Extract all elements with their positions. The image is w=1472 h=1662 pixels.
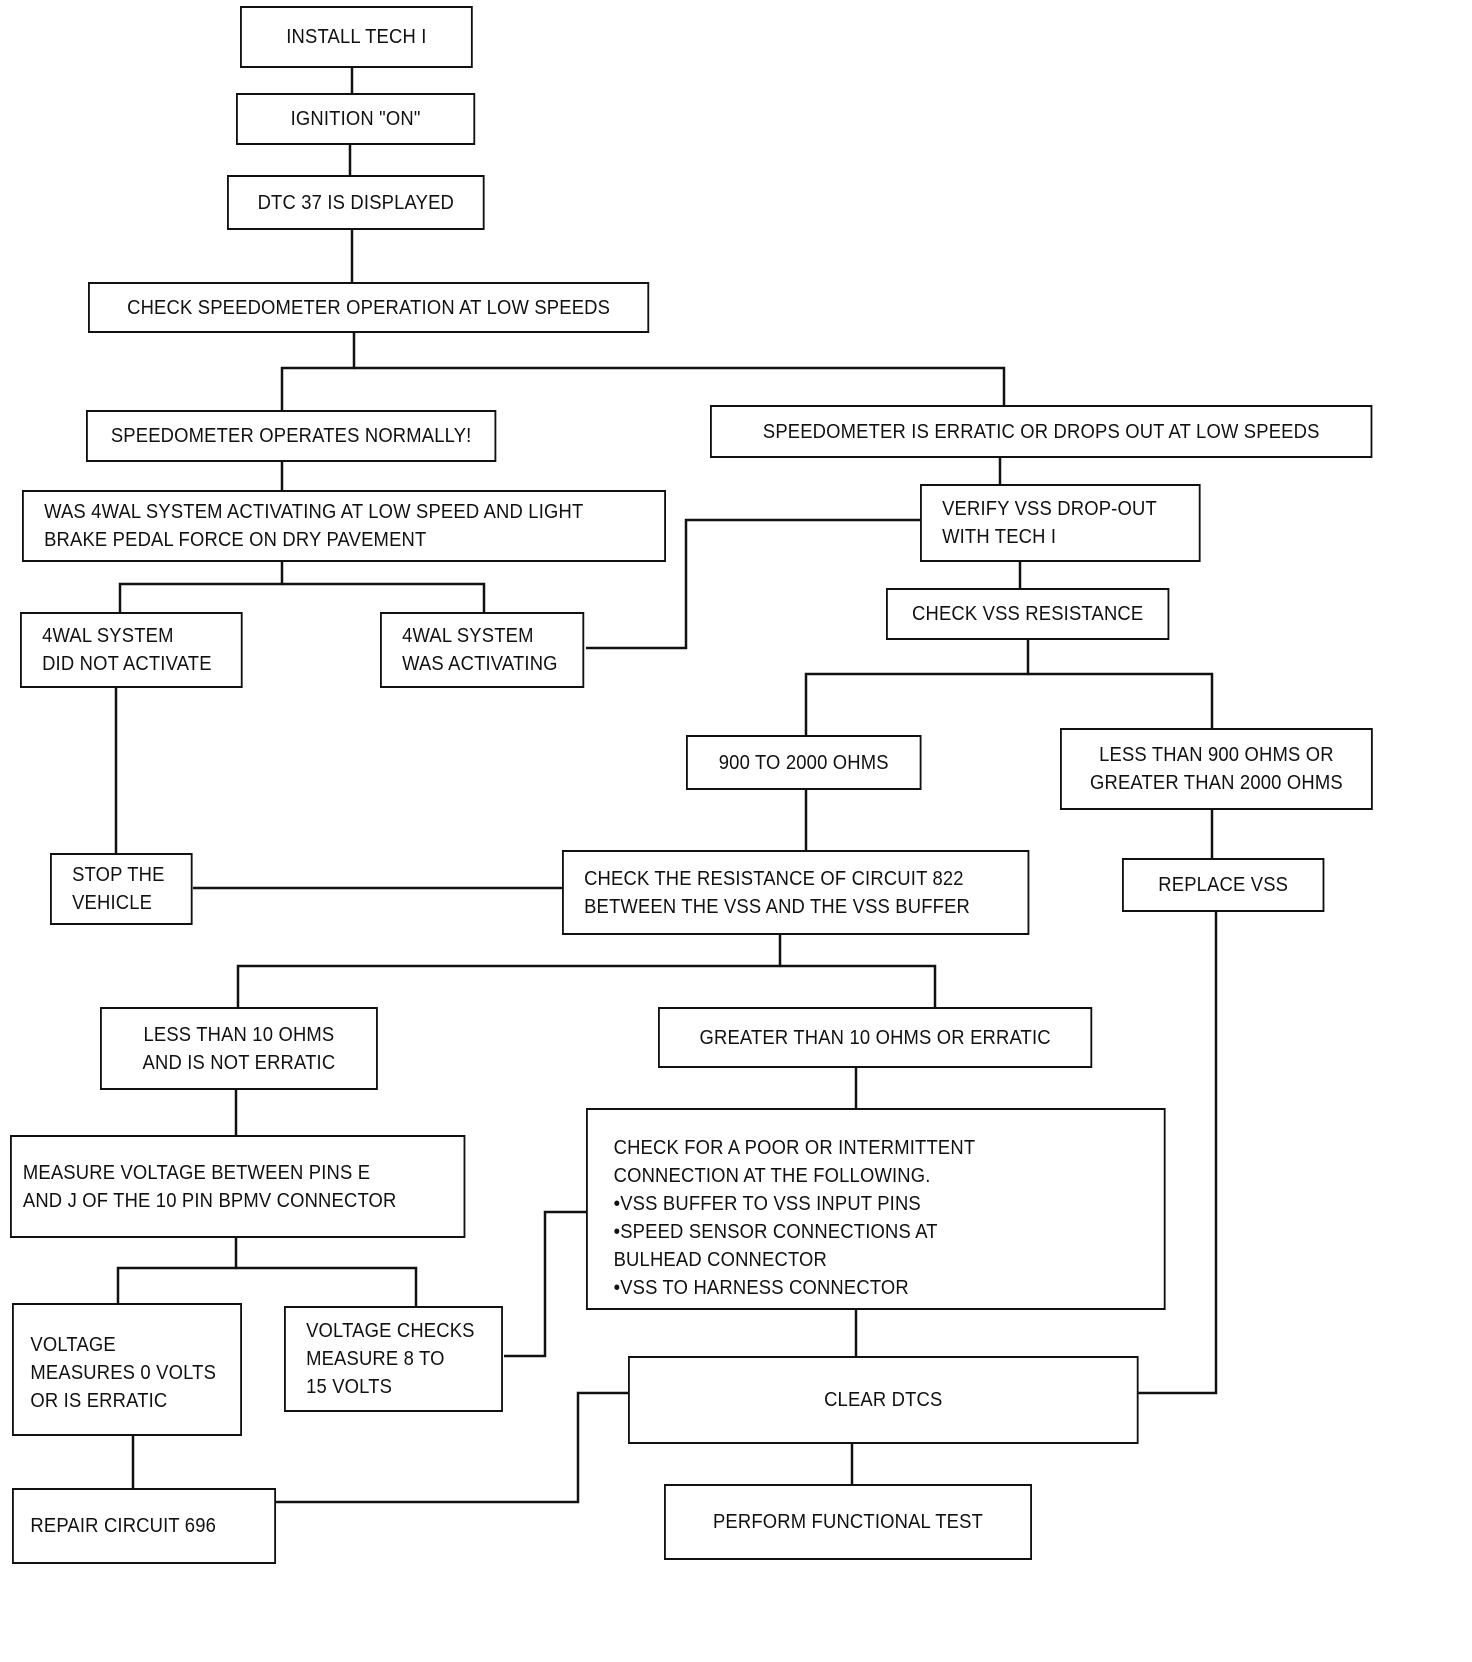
node-replace-vss: REPLACE VSS [1122,858,1325,912]
node-check-vss-resistance: CHECK VSS RESISTANCE [886,588,1170,640]
node-stop-the-vehicle: STOP THE VEHICLE [50,853,193,925]
node-label: PERFORM FUNCTIONAL TEST [712,1511,984,1533]
node-voltage-8-to-15: VOLTAGE CHECKS MEASURE 8 TO 15 VOLTS [284,1306,503,1412]
node-voltage-0-volts: VOLTAGE MEASURES 0 VOLTS OR IS ERRATIC [12,1303,242,1436]
node-verify-vss-dropout: VERIFY VSS DROP-OUT WITH TECH I [920,484,1201,562]
connector [1028,672,1214,728]
connector [282,582,486,612]
node-label: 4WAL SYSTEM WAS ACTIVATING [402,625,558,675]
node-was-4wal-activating: WAS 4WAL SYSTEM ACTIVATING AT LOW SPEED … [22,490,666,562]
node-check-poor-connection: CHECK FOR A POOR OR INTERMITTENT CONNECT… [586,1108,1166,1310]
node-less-than-10-ohms: LESS THAN 10 OHMS AND IS NOT ERRATIC [100,1007,378,1090]
connector [504,1210,586,1358]
connector [236,935,782,1007]
connector [280,333,356,410]
node-speedometer-normal: SPEEDOMETER OPERATES NORMALLY! [86,410,497,462]
connector [276,1391,630,1504]
node-label: GREATER THAN 10 OHMS OR ERRATIC [699,1026,1051,1049]
node-label: SPEEDOMETER IS ERRATIC OR DROPS OUT AT L… [762,420,1320,443]
connector [780,964,937,1007]
node-label: CHECK THE RESISTANCE OF CIRCUIT 822 BETW… [584,867,971,918]
connector [116,1238,238,1303]
node-greater-than-10-ohms: GREATER THAN 10 OHMS OR ERRATIC [658,1007,1093,1068]
node-label: LESS THAN 10 OHMS AND IS NOT ERRATIC [142,1023,336,1074]
node-label: LESS THAN 900 OHMS OR GREATER THAN 2000 … [1089,744,1343,794]
node-label: CHECK FOR A POOR OR INTERMITTENT CONNECT… [613,1137,976,1299]
node-ignition-on: IGNITION "ON" [236,93,476,145]
node-label: IGNITION "ON" [290,108,421,130]
connector [354,366,1006,405]
node-label: STOP THE VEHICLE [72,864,165,914]
node-install-tech1: INSTALL TECH I [240,6,473,68]
node-speedometer-erratic: SPEEDOMETER IS ERRATIC OR DROPS OUT AT L… [710,405,1373,458]
node-label: REPLACE VSS [1158,874,1289,896]
connector [118,562,284,612]
node-perform-functional-test: PERFORM FUNCTIONAL TEST [664,1484,1032,1560]
connector [1130,912,1218,1395]
node-label: 4WAL SYSTEM DID NOT ACTIVATE [42,625,212,675]
node-label: INSTALL TECH I [286,26,427,48]
node-label: MEASURE VOLTAGE BETWEEN PINS E AND J OF … [22,1161,397,1212]
node-label: REPAIR CIRCUIT 696 [30,1515,217,1537]
node-measure-voltage: MEASURE VOLTAGE BETWEEN PINS E AND J OF … [10,1135,466,1238]
node-label: SPEEDOMETER OPERATES NORMALLY! [110,425,472,447]
node-repair-circuit-696: REPAIR CIRCUIT 696 [12,1488,277,1564]
node-label: VOLTAGE CHECKS MEASURE 8 TO 15 VOLTS [306,1320,475,1398]
node-4wal-was-activating: 4WAL SYSTEM WAS ACTIVATING [380,612,585,688]
connector [586,518,920,650]
node-label: WAS 4WAL SYSTEM ACTIVATING AT LOW SPEED … [44,501,584,551]
node-label: CHECK VSS RESISTANCE [912,603,1144,625]
node-900-to-2000-ohms: 900 TO 2000 OHMS [686,735,922,790]
node-label: VOLTAGE MEASURES 0 VOLTS OR IS ERRATIC [30,1334,217,1412]
connector [804,640,1030,735]
node-label: DTC 37 IS DISPLAYED [257,191,455,214]
node-label: CLEAR DTCS [824,1389,943,1411]
node-clear-dtcs: CLEAR DTCS [628,1356,1139,1444]
node-label: CHECK SPEEDOMETER OPERATION AT LOW SPEED… [127,296,611,319]
node-dtc37-displayed: DTC 37 IS DISPLAYED [227,175,485,230]
node-out-of-range-ohms: LESS THAN 900 OHMS OR GREATER THAN 2000 … [1060,728,1373,810]
node-label: VERIFY VSS DROP-OUT WITH TECH I [942,498,1157,548]
connector [236,1266,418,1306]
node-label: 900 TO 2000 OHMS [718,751,889,774]
node-check-circuit-822: CHECK THE RESISTANCE OF CIRCUIT 822 BETW… [562,850,1030,935]
node-check-speedometer: CHECK SPEEDOMETER OPERATION AT LOW SPEED… [88,282,650,333]
node-4wal-did-not-activate: 4WAL SYSTEM DID NOT ACTIVATE [20,612,243,688]
